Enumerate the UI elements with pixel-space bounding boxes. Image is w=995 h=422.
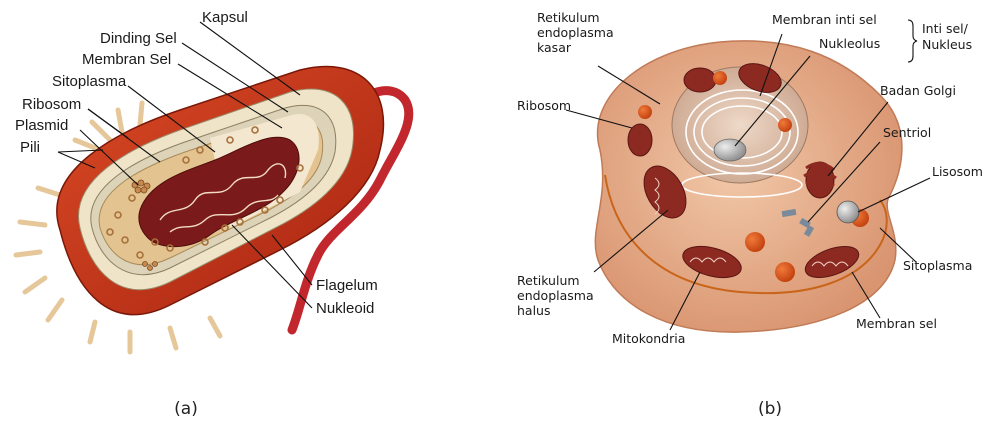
caption-a: (a): [174, 399, 198, 419]
label-rek-kasar-2: endoplasma: [537, 25, 614, 40]
label-inti-sel-2: Nukleus: [922, 37, 972, 52]
label-sitoplasma: Sitoplasma: [52, 73, 127, 90]
label-rek-kasar-1: Retikulum: [537, 10, 600, 25]
caption-b: (b): [758, 399, 782, 419]
label-ribosom-b: Ribosom: [517, 98, 571, 113]
label-mitokondria: Mitokondria: [612, 331, 685, 346]
label-plasmid: Plasmid: [15, 117, 68, 134]
label-badan-golgi: Badan Golgi: [880, 83, 956, 98]
label-sentriol: Sentriol: [883, 125, 931, 140]
label-nukleoid: Nukleoid: [316, 300, 374, 317]
label-inti-sel-1: Inti sel/: [922, 21, 969, 36]
label-membran-sel: Membran Sel: [82, 51, 171, 68]
label-kapsul: Kapsul: [202, 9, 248, 26]
label-ribosom: Ribosom: [22, 96, 81, 113]
label-dinding-sel: Dinding Sel: [100, 30, 177, 47]
nucleolus-shape: [714, 139, 746, 161]
label-rek-halus-3: halus: [517, 303, 551, 318]
label-rek-halus-2: endoplasma: [517, 288, 594, 303]
label-pili: Pili: [20, 139, 40, 156]
label-flagelum: Flagelum: [316, 277, 378, 294]
animal-cell-illustration: [595, 41, 902, 332]
label-nukleolus: Nukleolus: [819, 36, 880, 51]
label-sitoplasma-b: Sitoplasma: [903, 258, 972, 273]
label-membran-inti: Membran inti sel: [772, 12, 877, 27]
lysosome-sphere: [837, 201, 859, 223]
label-rek-kasar-3: kasar: [537, 40, 572, 55]
label-lisosom: Lisosom: [932, 164, 983, 179]
label-membran-sel-b: Membran sel: [856, 316, 937, 331]
label-rek-halus-1: Retikulum: [517, 273, 580, 288]
